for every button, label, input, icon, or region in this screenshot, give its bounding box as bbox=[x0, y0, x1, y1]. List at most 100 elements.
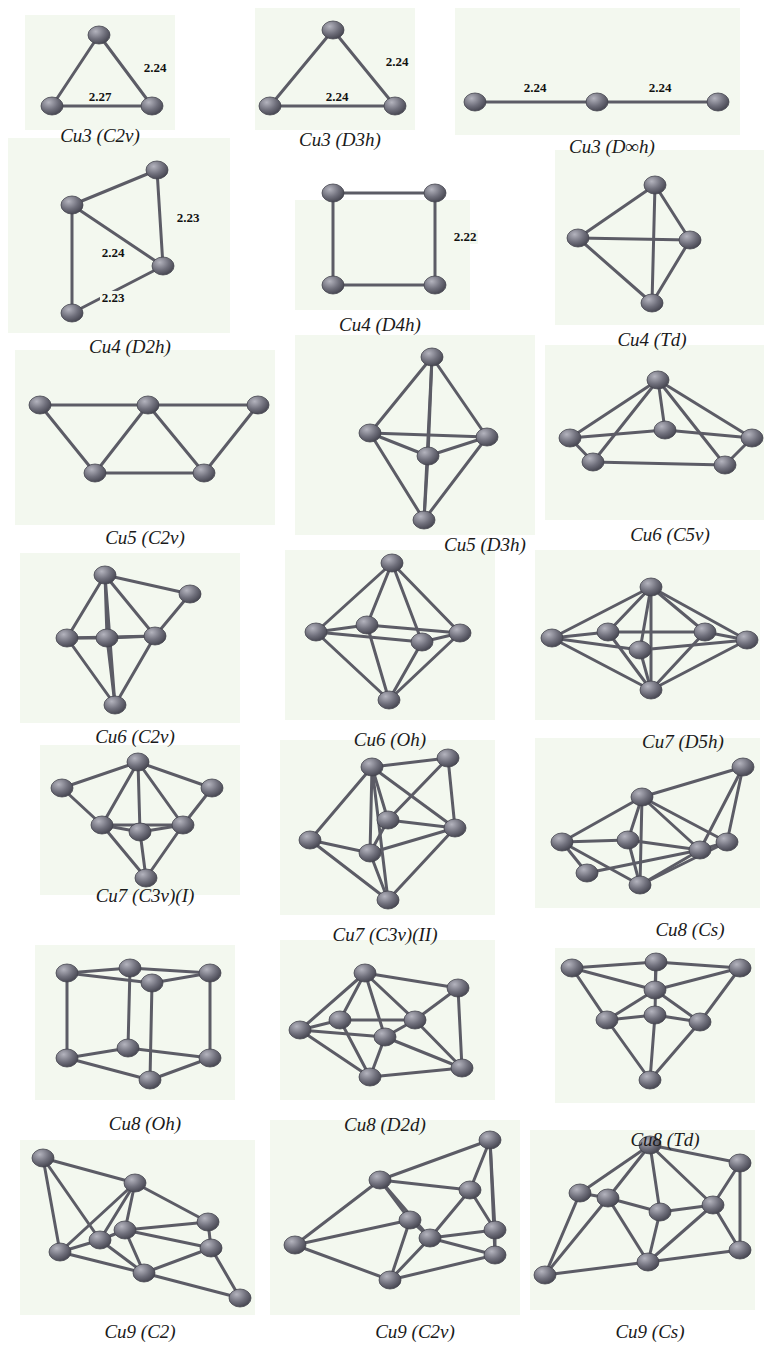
bond-line bbox=[458, 988, 462, 1068]
cu-atom bbox=[96, 629, 118, 647]
cu-atom bbox=[56, 629, 78, 647]
bond-line bbox=[148, 404, 258, 407]
cu-atom bbox=[117, 1039, 139, 1057]
cu-atom bbox=[305, 623, 327, 641]
bond-line bbox=[72, 205, 163, 266]
cu-atom bbox=[51, 779, 73, 797]
cu-atom bbox=[259, 97, 281, 115]
cu-atom bbox=[114, 1221, 136, 1239]
bond-line bbox=[157, 170, 163, 266]
cu-atom bbox=[56, 964, 78, 982]
cu-atom bbox=[141, 974, 163, 992]
bond-line bbox=[389, 633, 460, 700]
bond-line bbox=[656, 962, 740, 968]
cu-atom bbox=[729, 959, 751, 977]
bond-line bbox=[578, 238, 690, 240]
cu-atom bbox=[424, 184, 446, 202]
cu-atom bbox=[379, 1271, 401, 1289]
cu-atom bbox=[476, 428, 498, 446]
cu-atom bbox=[644, 176, 666, 194]
bond-line bbox=[130, 968, 210, 973]
bond-line bbox=[204, 405, 258, 473]
panel-ground bbox=[285, 550, 495, 720]
cu-atom bbox=[94, 566, 116, 584]
cu-atom bbox=[419, 1229, 441, 1247]
bond-line bbox=[332, 193, 335, 285]
cu-atom bbox=[322, 184, 344, 202]
cluster-label: Cu9 (C2) bbox=[104, 1322, 175, 1343]
bond-line bbox=[372, 758, 448, 767]
bond-line bbox=[144, 1273, 240, 1298]
cu-atom bbox=[597, 1189, 619, 1207]
cu-atom bbox=[732, 758, 754, 776]
cu-atom bbox=[404, 1011, 426, 1029]
cu-atom bbox=[447, 979, 469, 997]
bond-length: 2.24 bbox=[100, 246, 127, 260]
panel-ground bbox=[15, 350, 275, 525]
bond-line bbox=[608, 1145, 650, 1198]
bond-line bbox=[552, 638, 640, 650]
bond-line bbox=[597, 101, 718, 104]
bond-line bbox=[545, 1198, 608, 1275]
cu-atom bbox=[197, 1213, 219, 1231]
cu-atom bbox=[629, 876, 651, 894]
cluster-label: Cu5 (D3h) bbox=[444, 535, 526, 556]
cluster-label: Cu3 (C2v) bbox=[60, 126, 140, 147]
bond-line bbox=[370, 433, 487, 437]
bond-line bbox=[580, 1145, 650, 1193]
bond-line bbox=[380, 1140, 490, 1180]
bond-line bbox=[43, 1158, 100, 1240]
bond-line bbox=[700, 767, 743, 850]
cu-atom bbox=[89, 1231, 111, 1249]
cu-atom bbox=[322, 21, 344, 39]
cluster-label: Cu3 (D3h) bbox=[299, 130, 381, 151]
panel-ground bbox=[35, 945, 235, 1100]
cu-atom bbox=[329, 1011, 351, 1029]
bond-line bbox=[270, 105, 395, 108]
panel-ground bbox=[270, 1120, 520, 1315]
cluster-label: Cu9 (C2v) bbox=[375, 1322, 455, 1343]
cu-atom bbox=[361, 758, 383, 776]
cu-atom bbox=[152, 257, 174, 275]
cu-atom bbox=[640, 681, 662, 699]
cu-atom bbox=[689, 841, 711, 859]
bond-line bbox=[545, 1193, 580, 1275]
cu-atom bbox=[411, 633, 433, 651]
bond-line bbox=[295, 1220, 410, 1245]
bond-line bbox=[572, 962, 656, 968]
bond-line bbox=[310, 840, 388, 900]
cu-atom bbox=[694, 623, 716, 641]
cu-atom bbox=[647, 371, 669, 389]
cu-atom bbox=[729, 1154, 751, 1172]
bond-line bbox=[300, 1030, 385, 1037]
cu-atom bbox=[640, 578, 662, 596]
bond-line bbox=[700, 968, 740, 1022]
cu-atom bbox=[689, 1013, 711, 1031]
panel-ground bbox=[20, 553, 240, 723]
bond-line bbox=[640, 797, 642, 885]
bond-line bbox=[650, 1015, 655, 1080]
cu-atom bbox=[424, 276, 446, 294]
cu-atom bbox=[631, 788, 653, 806]
bond-line bbox=[115, 636, 155, 705]
cu-atom bbox=[551, 833, 573, 851]
cu-atom bbox=[576, 864, 598, 882]
cu-atom bbox=[437, 749, 459, 767]
bond-length: 2.23 bbox=[100, 291, 127, 305]
bond-line bbox=[608, 631, 705, 634]
bond-line bbox=[650, 1145, 713, 1205]
bond-line bbox=[40, 404, 148, 407]
panel-ground bbox=[40, 745, 240, 895]
bond-line bbox=[40, 405, 95, 473]
cu-atom bbox=[381, 554, 403, 572]
cu-atom bbox=[124, 1174, 146, 1192]
bond-line bbox=[67, 1058, 150, 1080]
bond-line bbox=[95, 405, 148, 473]
bond-line bbox=[370, 433, 424, 520]
bond-line bbox=[727, 767, 743, 842]
bond-line bbox=[333, 284, 435, 287]
bond-line bbox=[105, 575, 155, 636]
bond-length: 2.24 bbox=[522, 81, 549, 95]
cu-atom bbox=[193, 464, 215, 482]
bond-line bbox=[424, 456, 428, 520]
